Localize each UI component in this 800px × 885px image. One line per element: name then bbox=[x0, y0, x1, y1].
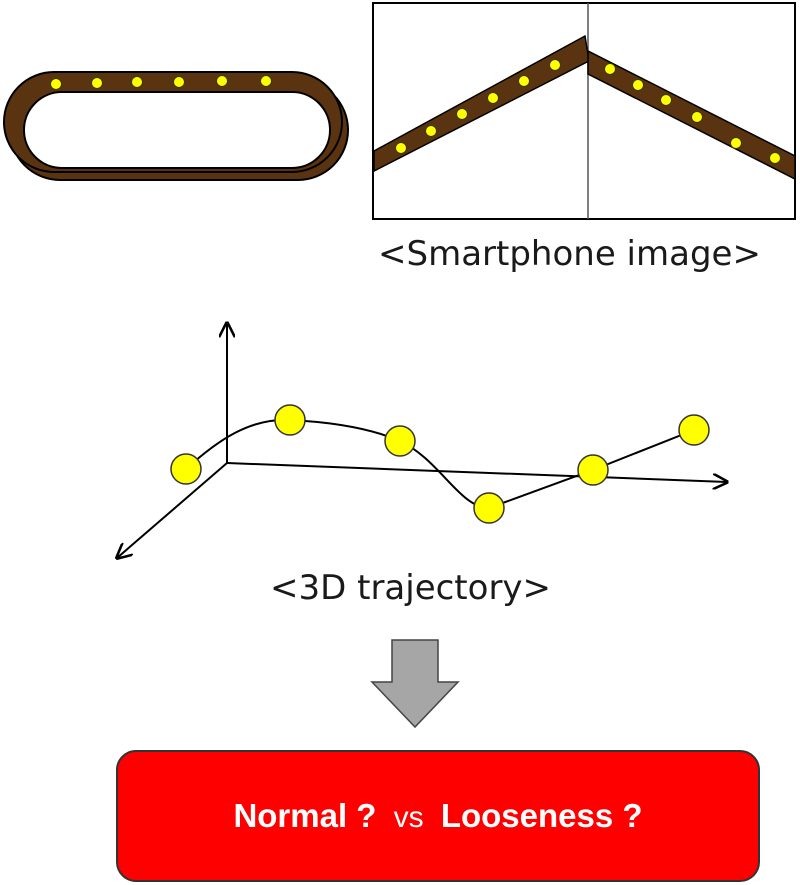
belt-markers bbox=[50, 75, 272, 90]
x-axis bbox=[226, 462, 727, 482]
trajectory-point bbox=[577, 454, 609, 486]
image-marker bbox=[456, 108, 468, 120]
trajectory-axes bbox=[117, 323, 727, 558]
smartphone-image-caption: <Smartphone image> bbox=[378, 234, 761, 274]
image-marker bbox=[518, 75, 530, 87]
trajectory-caption: <3D trajectory> bbox=[270, 568, 552, 608]
belt-marker bbox=[50, 78, 62, 90]
trajectory-curve bbox=[185, 418, 695, 510]
image-marker bbox=[549, 59, 561, 71]
trajectory-point bbox=[384, 425, 416, 457]
belt-marker bbox=[216, 75, 228, 87]
image-marker bbox=[395, 142, 407, 154]
trajectory-point bbox=[170, 453, 202, 485]
image-marker bbox=[487, 92, 499, 104]
image-marker bbox=[604, 63, 616, 75]
normal-option-label: Normal ? bbox=[233, 797, 377, 834]
trajectory-point bbox=[678, 414, 710, 446]
image-marker bbox=[632, 79, 644, 91]
smartphone-frame bbox=[372, 2, 796, 220]
y-axis bbox=[117, 462, 228, 558]
belt-marker bbox=[91, 77, 103, 89]
versus-label: vs bbox=[393, 801, 424, 834]
image-marker bbox=[769, 152, 781, 164]
down-arrow bbox=[370, 639, 460, 729]
belt-marker bbox=[173, 76, 185, 88]
image-marker bbox=[691, 111, 703, 123]
smartphone-image-panel bbox=[372, 2, 796, 220]
trajectory-points bbox=[170, 404, 710, 524]
classification-result-box: Normal ? vs Looseness ? bbox=[116, 750, 760, 882]
belt-loop bbox=[3, 71, 349, 181]
classification-result-text: Normal ? vs Looseness ? bbox=[233, 797, 642, 835]
trajectory-point bbox=[274, 404, 306, 436]
belt-marker bbox=[260, 75, 272, 87]
image-marker bbox=[730, 137, 742, 149]
trajectory-point bbox=[473, 492, 505, 524]
image-marker bbox=[425, 125, 437, 137]
image-markers bbox=[395, 59, 781, 164]
looseness-option-label: Looseness ? bbox=[440, 797, 643, 834]
image-marker bbox=[660, 94, 672, 106]
belt-marker bbox=[131, 76, 143, 88]
belt-inner-hole bbox=[23, 91, 331, 169]
